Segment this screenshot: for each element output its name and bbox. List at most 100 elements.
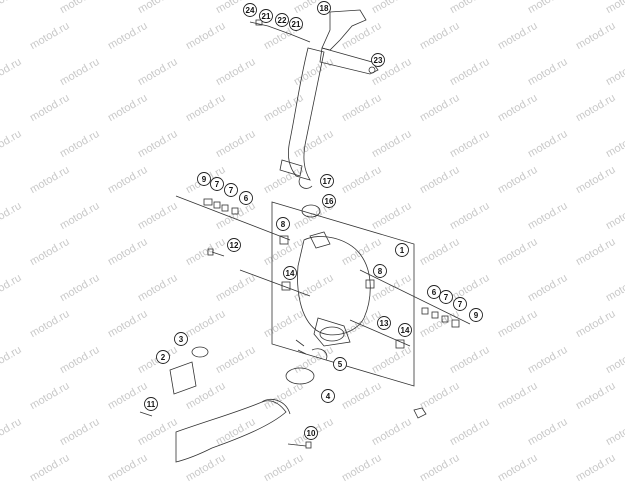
upper-bracket bbox=[321, 9, 367, 51]
callout-circle bbox=[321, 389, 335, 403]
callout-number: 22 bbox=[278, 16, 287, 25]
converter-outlet bbox=[313, 317, 351, 347]
callout-circle bbox=[259, 9, 273, 23]
callout-12: 12 bbox=[227, 238, 241, 252]
mount-left-upper bbox=[203, 198, 213, 206]
callout-circle bbox=[275, 13, 289, 27]
callout-number: 8 bbox=[281, 220, 286, 229]
callout-circle bbox=[377, 316, 391, 330]
callout-circle bbox=[427, 285, 441, 299]
gasket-3 bbox=[191, 346, 209, 358]
callout-22: 22 bbox=[275, 13, 289, 27]
lower-pipe-end bbox=[261, 398, 291, 415]
callout-circle bbox=[333, 357, 347, 371]
callout-number: 1 bbox=[400, 246, 405, 255]
outlet-flange bbox=[319, 326, 345, 342]
callout-circle bbox=[317, 1, 331, 15]
cover-plate bbox=[271, 201, 415, 387]
callout-8: 8 bbox=[276, 217, 290, 231]
mount-right-lower bbox=[395, 339, 405, 349]
bracket-bolt bbox=[368, 66, 376, 74]
callout-circle bbox=[174, 332, 188, 346]
callout-number: 10 bbox=[307, 429, 316, 438]
callout-circle bbox=[210, 177, 224, 191]
callout-6: 6 bbox=[239, 191, 253, 205]
pipe-spring bbox=[298, 177, 313, 189]
callout-circle bbox=[227, 238, 241, 252]
callout-number: 14 bbox=[286, 269, 295, 278]
clip-parts bbox=[295, 339, 307, 355]
callout-24: 24 bbox=[243, 3, 257, 17]
callout-9: 9 bbox=[469, 308, 483, 322]
top-nut bbox=[255, 19, 263, 26]
bolt-12-head bbox=[207, 248, 214, 256]
callout-8: 8 bbox=[373, 264, 387, 278]
bolt-12 bbox=[211, 251, 225, 257]
callout-17: 17 bbox=[320, 174, 334, 188]
callout-circle bbox=[320, 174, 334, 188]
converter-body bbox=[297, 236, 371, 336]
callout-number: 7 bbox=[458, 300, 463, 309]
bolt-10-nut bbox=[305, 441, 312, 449]
callout-number: 13 bbox=[380, 319, 389, 328]
callout-number: 8 bbox=[378, 267, 383, 276]
mount-axis-right-lower bbox=[349, 319, 411, 347]
callout-21: 21 bbox=[259, 9, 273, 23]
callout-circle bbox=[156, 350, 170, 364]
callout-number: 9 bbox=[474, 311, 479, 320]
clamp-5 bbox=[311, 348, 328, 361]
callout-14: 14 bbox=[398, 323, 412, 337]
callout-number: 7 bbox=[215, 180, 220, 189]
mount-left-upper-3 bbox=[221, 204, 229, 212]
callout-circle bbox=[276, 217, 290, 231]
pipe-clamp bbox=[279, 159, 303, 177]
callout-circle bbox=[144, 397, 158, 411]
callout-circle bbox=[224, 183, 238, 197]
callout-number: 6 bbox=[244, 194, 249, 203]
mount-left-upper-4 bbox=[231, 207, 239, 215]
callout-number: 2 bbox=[161, 353, 166, 362]
callout-number: 7 bbox=[229, 186, 234, 195]
callout-number: 4 bbox=[326, 392, 331, 401]
mount-left-upper-2 bbox=[213, 201, 221, 209]
callout-circle bbox=[453, 297, 467, 311]
sealing-ring-4 bbox=[285, 367, 315, 385]
callout-number: 9 bbox=[202, 175, 207, 184]
callout-circle bbox=[289, 17, 303, 31]
callout-circle bbox=[469, 308, 483, 322]
mount-right-4 bbox=[441, 315, 449, 323]
callout-number: 12 bbox=[230, 241, 239, 250]
callout-circle bbox=[322, 194, 336, 208]
callout-7: 7 bbox=[453, 297, 467, 311]
callout-number: 14 bbox=[401, 326, 410, 335]
callout-circle bbox=[395, 243, 409, 257]
top-bolt-assembly bbox=[249, 21, 311, 43]
converter-inlet bbox=[309, 231, 331, 249]
callout-number: 11 bbox=[147, 400, 156, 409]
callout-number: 7 bbox=[444, 293, 449, 302]
mount-right-2 bbox=[421, 307, 429, 315]
callout-11: 11 bbox=[144, 397, 158, 411]
callout-18: 18 bbox=[317, 1, 331, 15]
callout-number: 23 bbox=[374, 56, 383, 65]
callout-number: 5 bbox=[338, 360, 343, 369]
mount-right-1 bbox=[365, 279, 375, 289]
callout-3: 3 bbox=[174, 332, 188, 346]
callout-13: 13 bbox=[377, 316, 391, 330]
callout-circle bbox=[373, 264, 387, 278]
callout-10: 10 bbox=[304, 426, 318, 440]
sleeve-2 bbox=[169, 361, 197, 395]
callout-number: 3 bbox=[179, 335, 184, 344]
callout-circle bbox=[304, 426, 318, 440]
mount-right-5 bbox=[451, 319, 460, 328]
mount-right-3 bbox=[431, 311, 439, 319]
callout-circle bbox=[439, 290, 453, 304]
callout-16: 16 bbox=[322, 194, 336, 208]
callout-number: 17 bbox=[323, 177, 332, 186]
callout-14: 14 bbox=[283, 266, 297, 280]
callout-1: 1 bbox=[395, 243, 409, 257]
callout-number: 21 bbox=[262, 12, 271, 21]
callout-7: 7 bbox=[439, 290, 453, 304]
callout-circle bbox=[243, 3, 257, 17]
